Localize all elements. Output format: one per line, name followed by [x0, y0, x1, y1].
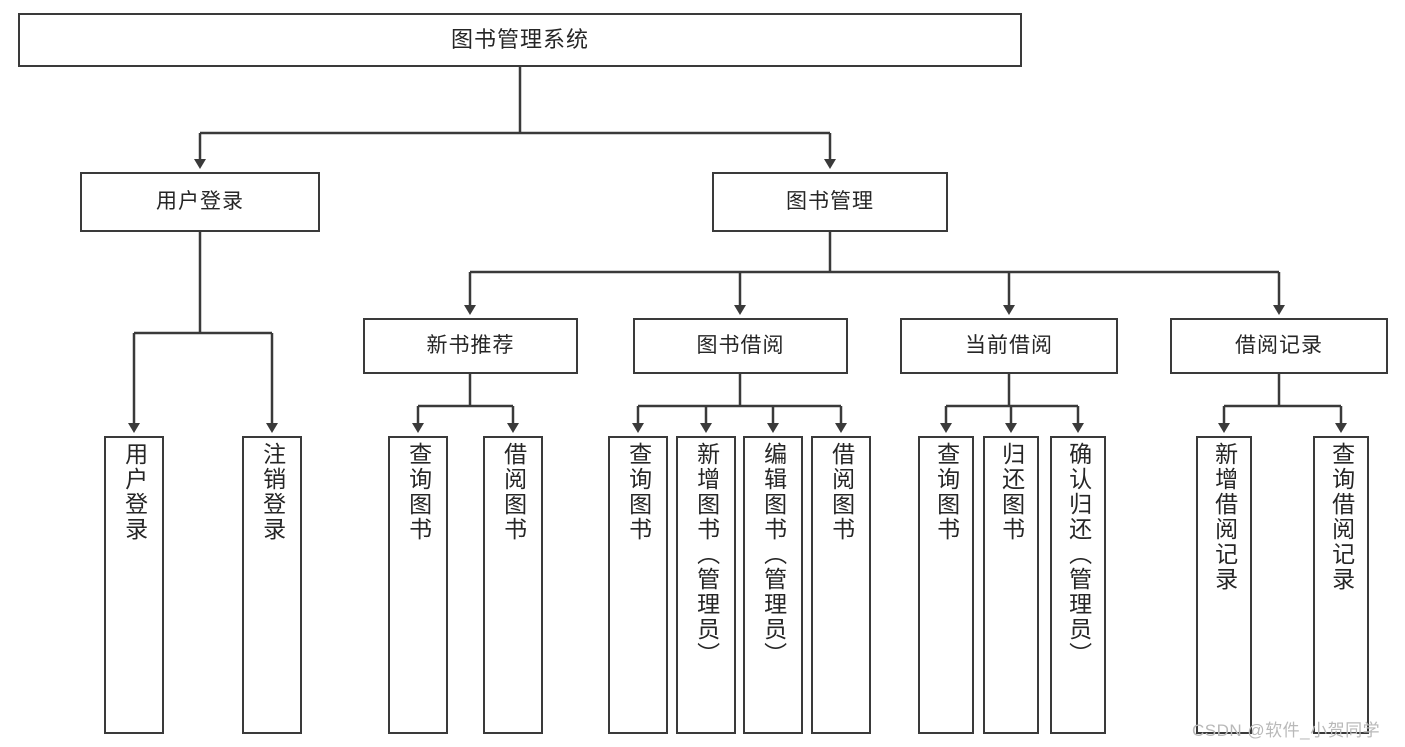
connector-bookmanage-to-level2	[464, 232, 1285, 315]
csdn-watermark: CSDN @软件_小贺同学	[1192, 721, 1381, 740]
node-leaf-query-book-rec-label: 查询图书	[405, 442, 432, 542]
node-leaf-confirm-return-label: 确认归还（管理员）	[1065, 442, 1092, 667]
node-leaf-add-book[interactable]: 新增图书（管理员）	[676, 436, 736, 734]
node-leaf-borrow-book-rec[interactable]: 借阅图书	[483, 436, 543, 734]
node-leaf-add-record[interactable]: 新增借阅记录	[1196, 436, 1252, 734]
node-leaf-return-book[interactable]: 归还图书	[983, 436, 1039, 734]
node-leaf-borrow-book[interactable]: 借阅图书	[811, 436, 871, 734]
connector-root-to-level1	[194, 67, 836, 169]
connector-currentborrow-to-leaves	[940, 374, 1084, 433]
connector-bookborrow-to-leaves	[632, 374, 847, 433]
node-leaf-query-book-current[interactable]: 查询图书	[918, 436, 974, 734]
node-book-borrow[interactable]: 图书借阅	[633, 318, 848, 374]
node-leaf-add-book-label: 新增图书（管理员）	[693, 442, 720, 667]
node-borrow-record[interactable]: 借阅记录	[1170, 318, 1388, 374]
node-leaf-edit-book[interactable]: 编辑图书（管理员）	[743, 436, 803, 734]
node-leaf-return-book-label: 归还图书	[998, 442, 1025, 542]
node-leaf-borrow-book-label: 借阅图书	[828, 442, 855, 542]
connector-borrowrecord-to-leaves	[1218, 374, 1347, 433]
connector-newbook-to-leaves	[412, 374, 519, 433]
connector-userlogin-to-leaves	[128, 232, 278, 433]
node-leaf-user-logout[interactable]: 注销登录	[242, 436, 302, 734]
node-current-borrow-label: 当前借阅	[965, 333, 1053, 357]
node-leaf-query-book-current-label: 查询图书	[933, 442, 960, 542]
node-root-label: 图书管理系统	[450, 27, 589, 53]
node-leaf-query-book-rec[interactable]: 查询图书	[388, 436, 448, 734]
node-leaf-edit-book-label: 编辑图书（管理员）	[760, 442, 787, 667]
node-current-borrow[interactable]: 当前借阅	[900, 318, 1118, 374]
node-leaf-query-book-borrow[interactable]: 查询图书	[608, 436, 668, 734]
node-leaf-query-book-borrow-label: 查询图书	[625, 442, 652, 542]
node-leaf-confirm-return[interactable]: 确认归还（管理员）	[1050, 436, 1106, 734]
node-new-book-recommend[interactable]: 新书推荐	[363, 318, 578, 374]
node-leaf-query-record-label: 查询借阅记录	[1328, 442, 1355, 592]
node-user-login-label: 用户登录	[156, 189, 244, 213]
node-leaf-borrow-book-rec-label: 借阅图书	[500, 442, 527, 542]
node-borrow-record-label: 借阅记录	[1235, 333, 1323, 357]
node-book-manage[interactable]: 图书管理	[712, 172, 948, 232]
node-book-manage-label: 图书管理	[786, 189, 874, 213]
node-leaf-add-record-label: 新增借阅记录	[1211, 442, 1238, 592]
node-book-borrow-label: 图书借阅	[696, 333, 785, 357]
node-user-login[interactable]: 用户登录	[80, 172, 320, 232]
node-leaf-user-login-label: 用户登录	[121, 442, 148, 542]
node-leaf-user-logout-label: 注销登录	[259, 442, 286, 542]
node-leaf-user-login[interactable]: 用户登录	[104, 436, 164, 734]
node-new-book-recommend-label: 新书推荐	[426, 333, 515, 357]
node-leaf-query-record[interactable]: 查询借阅记录	[1313, 436, 1369, 734]
node-root[interactable]: 图书管理系统	[18, 13, 1022, 67]
